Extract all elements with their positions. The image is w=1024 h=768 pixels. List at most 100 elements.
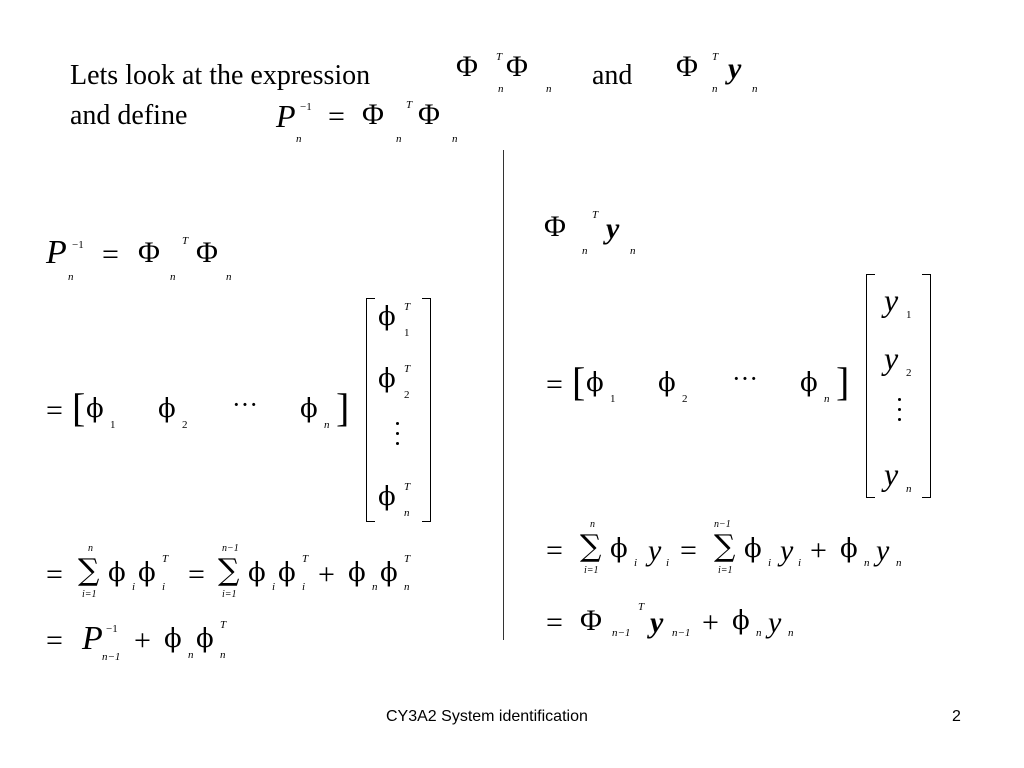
sub-n: n — [372, 581, 378, 593]
sum-symbol: ∑ — [714, 529, 736, 564]
sub-i: i — [302, 581, 306, 593]
cdots: ··· — [232, 390, 258, 419]
sub-n: n — [452, 133, 458, 145]
sub-i: i — [272, 581, 276, 593]
equals-sign: = — [188, 558, 205, 591]
equals-sign: = — [46, 394, 63, 427]
phi-symbol: ϕ — [86, 394, 104, 424]
equals-sign: = — [46, 558, 63, 591]
sum-upper: n — [88, 543, 93, 554]
y-symbol: y — [884, 340, 899, 376]
sup-T: T — [220, 619, 227, 631]
phi-symbol: ϕ — [586, 368, 604, 398]
sub-n-minus-1: n−1 — [102, 651, 121, 663]
sub-i: i — [132, 581, 136, 593]
phi-symbol: ϕ — [300, 394, 318, 424]
Phi-symbol: Φ — [362, 98, 384, 131]
sum-symbol: ∑ — [580, 529, 602, 564]
phi-symbol: ϕ — [610, 534, 628, 564]
equals-sign: = — [328, 100, 345, 133]
sub-n: n — [226, 271, 232, 283]
phi-symbol: ϕ — [658, 368, 676, 398]
sum-upper: n — [590, 519, 595, 530]
sum-lower: i=1 — [584, 565, 599, 576]
sub-i: i — [798, 557, 802, 569]
sub-2: 2 — [404, 389, 410, 401]
P-symbol: P — [82, 620, 103, 657]
vertical-dots — [898, 398, 902, 428]
sub-i: i — [666, 557, 670, 569]
phi-symbol: ϕ — [108, 558, 126, 588]
right-col-bracket-close — [922, 274, 931, 498]
sup-T: T — [404, 553, 411, 565]
sup-inverse: −1 — [300, 101, 312, 113]
right-bracket: ] — [336, 385, 350, 430]
sub-1: 1 — [404, 327, 410, 339]
y-symbol: y — [768, 606, 782, 639]
equals-sign: = — [680, 534, 697, 567]
sub-n: n — [170, 271, 176, 283]
sub-n: n — [630, 245, 636, 257]
sub-n: n — [404, 507, 410, 519]
sup-T: T — [182, 235, 189, 247]
phi-symbol: ϕ — [138, 558, 156, 588]
sub-n: n — [404, 581, 410, 593]
sum-lower: i=1 — [82, 589, 97, 600]
equals-sign: = — [546, 368, 563, 401]
plus-sign: + — [702, 606, 719, 639]
phi-symbol: ϕ — [378, 482, 396, 512]
y-symbol: y — [884, 456, 899, 492]
sup-inverse: −1 — [72, 239, 84, 251]
sub-n: n — [296, 133, 302, 145]
sum-upper: n−1 — [714, 519, 731, 530]
y-vector: y — [728, 52, 742, 85]
sub-n: n — [752, 83, 758, 95]
column-divider — [503, 150, 504, 640]
y-symbol: y — [884, 282, 899, 318]
sub-n: n — [188, 649, 194, 661]
sub-i: i — [162, 581, 166, 593]
phi-symbol: ϕ — [732, 606, 750, 636]
intro-line-2: and define — [70, 100, 188, 131]
sub-n: n — [896, 557, 902, 569]
phi-symbol: ϕ — [278, 558, 296, 588]
Phi-symbol: Φ — [506, 50, 528, 83]
plus-sign: + — [810, 534, 827, 567]
right-bracket: ] — [836, 359, 850, 404]
sup-T: T — [302, 553, 309, 565]
sub-n: n — [68, 271, 74, 283]
sub-n: n — [220, 649, 226, 661]
Phi-symbol: Φ — [456, 50, 478, 83]
sup-T: T — [712, 51, 719, 63]
footer-page-number: 2 — [952, 708, 961, 725]
Phi-symbol: Φ — [138, 236, 160, 269]
left-bracket: [ — [72, 385, 86, 430]
phi-symbol: ϕ — [348, 558, 366, 588]
sub-n: n — [546, 83, 552, 95]
sum-lower: i=1 — [222, 589, 237, 600]
sub-2: 2 — [906, 367, 912, 379]
Phi-symbol: Φ — [580, 604, 602, 637]
phi-symbol: ϕ — [158, 394, 176, 424]
sub-i: i — [634, 557, 638, 569]
y-vector: y — [606, 212, 620, 245]
y-symbol: y — [876, 534, 890, 567]
phi-symbol: ϕ — [196, 624, 214, 654]
vertical-dots — [396, 422, 400, 452]
equals-sign: = — [546, 534, 563, 567]
Phi-symbol: Φ — [676, 50, 698, 83]
P-symbol: P — [46, 234, 67, 271]
sup-T: T — [404, 363, 411, 375]
sub-2: 2 — [182, 419, 188, 431]
phi-symbol: ϕ — [164, 624, 182, 654]
equals-sign: = — [102, 238, 119, 271]
intro-line-1: Lets look at the expression — [70, 60, 371, 91]
sub-n: n — [906, 483, 912, 495]
y-symbol: y — [780, 534, 794, 567]
left-col-bracket-close — [422, 298, 431, 522]
sub-n: n — [324, 419, 330, 431]
Phi-symbol: Φ — [418, 98, 440, 131]
equals-sign: = — [46, 624, 63, 657]
sub-n: n — [712, 83, 718, 95]
sub-n: n — [756, 627, 762, 639]
